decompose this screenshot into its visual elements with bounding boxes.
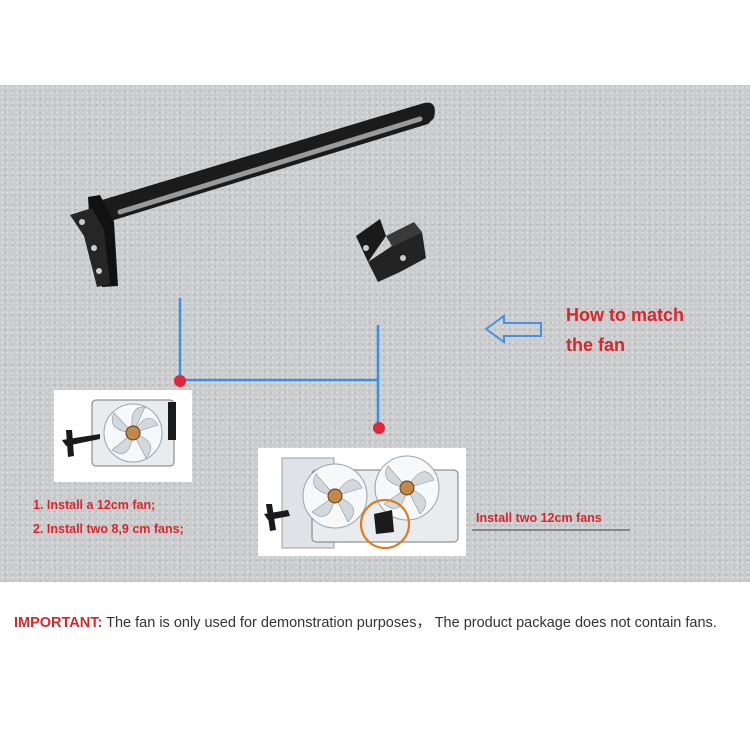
how-to-match-callout: How to match the fan [566,300,684,360]
fan-photo-dual [264,455,459,550]
connector-lines [178,298,380,428]
callout-line-2: the fan [566,335,626,355]
highlight-circle [359,498,411,550]
product-diagram-panel [0,85,750,582]
important-notice: IMPORTANT: The fan is only used for demo… [14,611,734,635]
single-option-2: 2. Install two 8,9 cm fans; [33,522,184,536]
small-bracket [356,219,426,282]
callout-line-1: How to match [566,305,685,325]
fan-photo-single [62,399,176,467]
important-label: IMPORTANT: [14,615,103,631]
left-arrow-icon [484,314,542,344]
connection-dot-right [373,422,385,434]
long-bracket [70,102,435,287]
dual-option: Install two 12cm fans [476,511,602,525]
single-option-1: 1. Install a 12cm fan; [33,498,156,512]
important-text: The fan is only used for demonstration p… [106,615,717,631]
connection-dot-left [174,375,186,387]
fan-icon [111,406,159,459]
